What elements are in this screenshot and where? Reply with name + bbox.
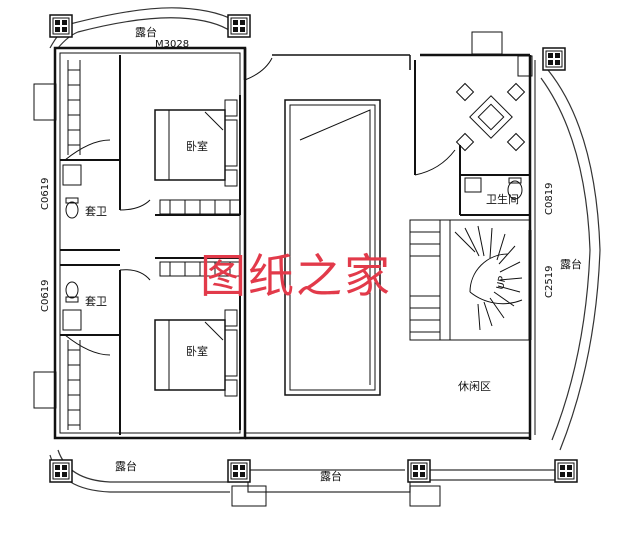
label-terrace-right: 露台 [560, 257, 582, 271]
code-window-left-lower: C0619 [40, 280, 51, 312]
ensuite-upper-fixtures [62, 164, 82, 219]
atrium-void [284, 99, 381, 396]
label-ensuite-upper: 套卫 [85, 205, 107, 218]
washroom-fixtures [464, 177, 523, 200]
side-boxes [33, 83, 441, 507]
interior-walls [60, 55, 532, 435]
ensuite-lower-fixtures [62, 281, 82, 331]
wardrobe-left-upper [67, 60, 81, 155]
column-pillar [407, 459, 431, 483]
label-bedroom-upper: 卧室 [186, 139, 208, 153]
label-terrace-bottom-mid: 露台 [320, 469, 342, 483]
column-pillar [554, 459, 578, 483]
wardrobe-mid-upper [159, 199, 241, 215]
wardrobe-mid-lower [159, 261, 241, 277]
code-window-left-upper: C0619 [40, 178, 51, 210]
label-terrace-top: 露台 [135, 25, 157, 39]
roof-stub [471, 31, 533, 77]
label-bedroom-lower: 卧室 [186, 344, 208, 358]
label-washroom: 卫生间 [486, 192, 519, 206]
table-set [455, 82, 526, 152]
columns [49, 14, 578, 483]
wardrobe-left-lower [67, 340, 81, 430]
label-ensuite-lower: 套卫 [85, 295, 107, 308]
bed-upper [154, 99, 238, 187]
column-pillar [227, 14, 251, 38]
watermark-text: 图纸之家 [200, 249, 392, 303]
column-pillar [49, 459, 73, 483]
code-window-right-mid: C2519 [544, 266, 555, 298]
staircase [409, 219, 531, 341]
label-terrace-bottom-left: 露台 [115, 459, 137, 473]
column-pillar [227, 459, 251, 483]
label-lounge: 休闲区 [458, 379, 491, 393]
bed-lower [154, 309, 238, 397]
code-window-right-upper: C0819 [544, 183, 555, 215]
code-door-top: M3028 [155, 39, 189, 50]
terrace-right [540, 69, 601, 451]
column-pillar [49, 14, 73, 38]
code-stair-up: UP [495, 275, 509, 290]
column-pillar [542, 47, 566, 71]
